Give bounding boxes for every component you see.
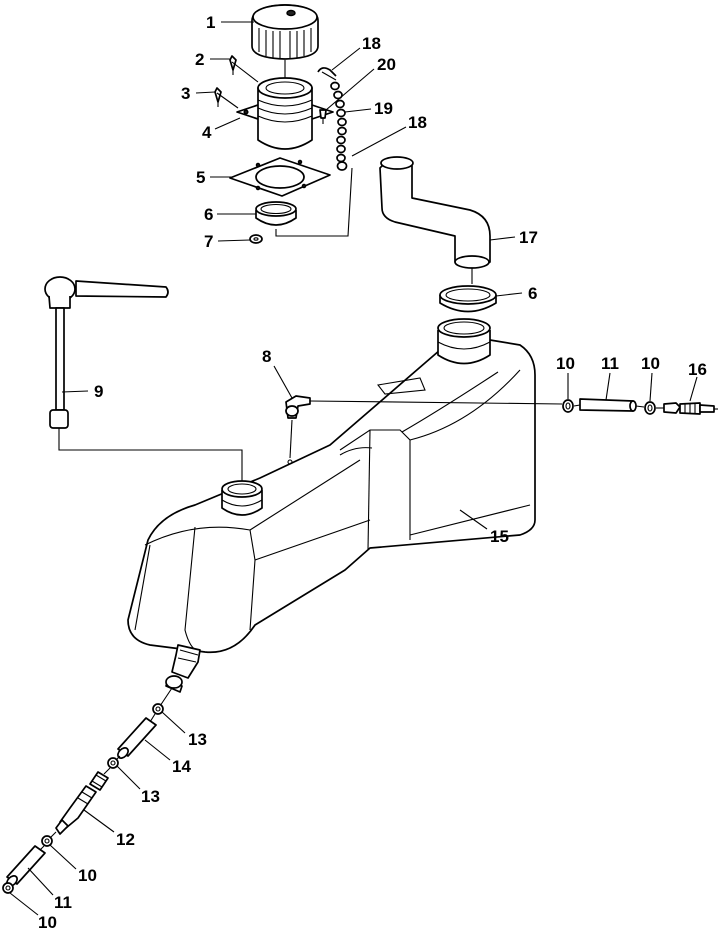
part-fuel-cap <box>251 4 319 60</box>
callout-15: 15 <box>490 527 509 546</box>
callout-6-lower: 6 <box>528 284 537 303</box>
part-vent-line <box>562 398 718 415</box>
callout-10-outlet-b: 10 <box>38 913 57 931</box>
part-filler-hose <box>379 156 491 269</box>
callout-7: 7 <box>204 232 213 251</box>
callout-3: 3 <box>181 84 190 103</box>
callout-16: 16 <box>688 360 707 379</box>
callout-6-upper: 6 <box>204 205 213 224</box>
part-tether-chain <box>317 67 348 171</box>
callout-10-vent-a: 10 <box>556 354 575 373</box>
callout-1: 1 <box>206 13 215 32</box>
callout-13-lower: 13 <box>141 787 160 806</box>
callout-11-vent: 11 <box>601 354 619 373</box>
part-screw-3 <box>214 87 222 107</box>
callout-9: 9 <box>94 382 103 401</box>
part-fuel-tank <box>127 318 536 654</box>
callout-labels: 1 2 3 4 5 6 7 18 20 19 18 17 6 9 8 10 11… <box>38 13 707 931</box>
callout-5: 5 <box>196 168 205 187</box>
part-fuel-gauge <box>44 276 169 429</box>
callout-18-upper: 18 <box>362 34 381 53</box>
part-seal-ring-upper <box>255 201 297 226</box>
part-filler-neck <box>236 77 334 150</box>
callout-4: 4 <box>202 123 212 142</box>
callout-12: 12 <box>116 830 135 849</box>
callout-2: 2 <box>195 50 204 69</box>
callout-17: 17 <box>519 228 538 247</box>
leader-lines <box>9 21 698 916</box>
part-screw-2 <box>229 55 237 75</box>
part-vent-elbow <box>285 395 311 419</box>
part-clamp-ring-lower <box>439 285 497 313</box>
callout-10-outlet-a: 10 <box>78 866 97 885</box>
callout-20: 20 <box>377 55 396 74</box>
callout-14: 14 <box>172 757 191 776</box>
callout-8: 8 <box>262 347 271 366</box>
part-fuel-outlet-line <box>2 644 201 894</box>
callout-13-upper: 13 <box>188 730 207 749</box>
callout-11-outlet: 11 <box>54 893 72 912</box>
callout-19: 19 <box>374 99 393 118</box>
part-gasket <box>229 157 331 197</box>
part-washer <box>249 234 263 244</box>
callout-18-lower: 18 <box>408 113 427 132</box>
callout-10-vent-b: 10 <box>641 354 660 373</box>
